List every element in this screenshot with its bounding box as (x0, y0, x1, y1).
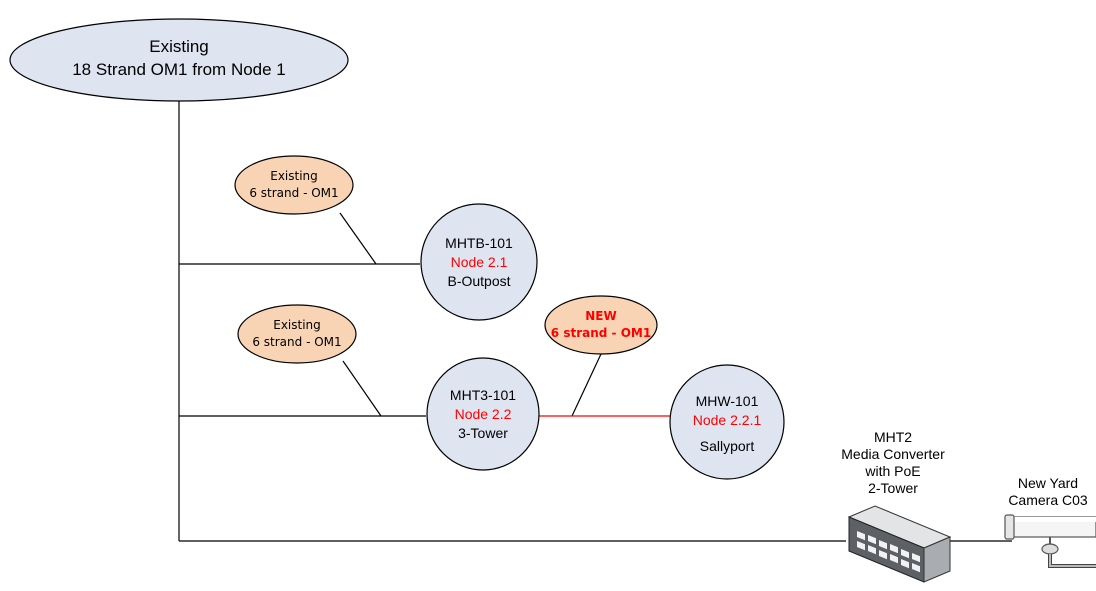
cable-new: NEW 6 strand - OM1 (544, 295, 658, 355)
node-mhw-node: Node 2.2.1 (693, 412, 762, 428)
source-line2: 18 Strand OM1 from Node 1 (72, 60, 286, 79)
node-mhtb-id: MHTB-101 (445, 235, 513, 251)
camera-line2: Camera C03 (1008, 492, 1088, 508)
node-mhw-location: Sallyport (700, 438, 755, 454)
source-line1: Existing (149, 37, 209, 56)
network-switch-icon (847, 505, 952, 583)
camera-line1: New Yard (1018, 475, 1078, 491)
camera-label: New Yard Camera C03 (1008, 475, 1088, 508)
media-converter-label: MHT2 Media Converter with PoE 2-Tower (841, 429, 945, 496)
cable-existing-1: Existing 6 strand - OM1 (234, 155, 354, 215)
cable-new-line1: NEW (585, 309, 616, 323)
node-mhtb-node: Node 2.1 (451, 254, 508, 270)
node-mht3-location: 3-Tower (458, 425, 508, 441)
node-mhw-id: MHW-101 (696, 393, 759, 409)
cable-new-line2: 6 strand - OM1 (551, 326, 651, 340)
connector-lines (178, 98, 1012, 542)
node-mhtb-location: B-Outpost (447, 273, 510, 289)
media-converter-line1: MHT2 (874, 429, 912, 445)
media-converter-line3: with PoE (864, 463, 920, 479)
callout-line-existing-1 (339, 212, 377, 265)
node-mhw-101: MHW-101 Node 2.2.1 Sallyport (669, 364, 785, 480)
node-mht3-id: MHT3-101 (450, 387, 516, 403)
cable-existing-1-line2: 6 strand - OM1 (249, 186, 338, 200)
source-ellipse: Existing 18 Strand OM1 from Node 1 (9, 18, 349, 102)
node-mht3-node: Node 2.2 (455, 406, 512, 422)
cable-existing-1-line1: Existing (270, 169, 318, 183)
cable-existing-2-line2: 6 strand - OM1 (252, 335, 341, 349)
media-converter-line2: Media Converter (841, 446, 945, 462)
security-camera-icon (1004, 514, 1096, 568)
callout-line-new (571, 353, 602, 417)
callout-line-existing-2 (342, 360, 382, 417)
media-converter-line4: 2-Tower (868, 480, 918, 496)
node-mht3-101: MHT3-101 Node 2.2 3-Tower (426, 357, 540, 471)
cable-existing-2: Existing 6 strand - OM1 (237, 304, 357, 364)
cable-existing-2-line1: Existing (273, 318, 321, 332)
node-mhtb-101: MHTB-101 Node 2.1 B-Outpost (420, 203, 538, 321)
